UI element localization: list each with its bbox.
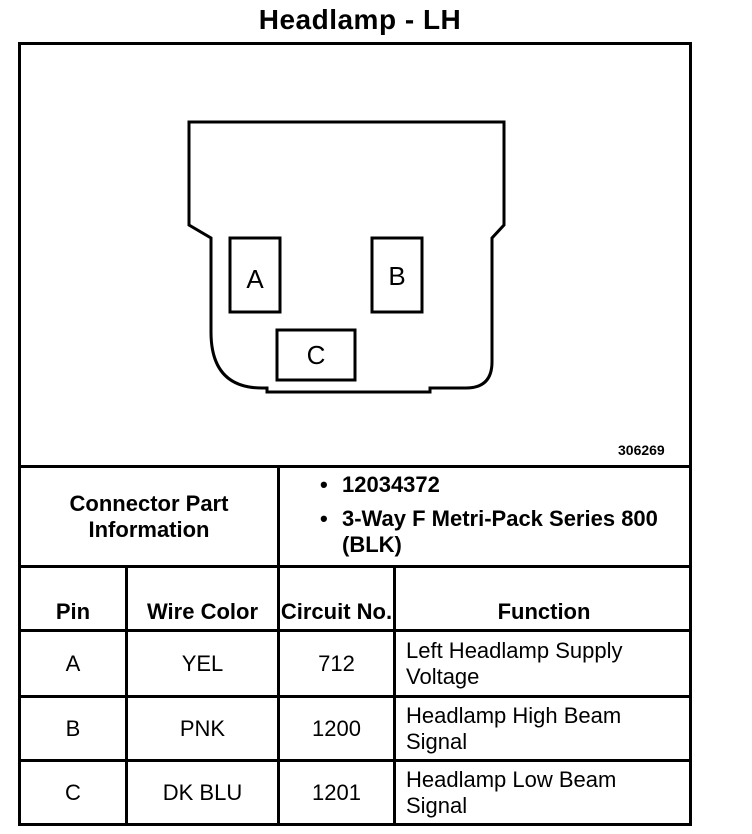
pin-b-cavity	[370, 236, 424, 314]
header-function: Function	[497, 599, 591, 624]
part-number: 12034372	[342, 472, 440, 497]
divider-top	[18, 465, 692, 468]
table-row-c-color: DK BLU	[162, 779, 243, 805]
table-row-b-function: Headlamp High Beam Signal	[406, 702, 622, 754]
connector-outline	[187, 120, 506, 394]
divider-info	[18, 565, 692, 568]
table-row-c-circuit: 1201	[312, 779, 361, 805]
bullet-icon: •	[320, 506, 328, 531]
pin-a-cavity	[228, 236, 282, 314]
connector-drawing: A B C	[187, 120, 506, 394]
connector-info-label: Connector Part Information	[69, 490, 229, 542]
divider-row-b	[18, 759, 692, 762]
divider-header	[18, 629, 692, 632]
header-wire-color: Wire Color	[146, 599, 259, 624]
divider-col-1	[125, 565, 128, 826]
table-row-a-pin: A	[65, 650, 81, 676]
table-row-c-pin: C	[65, 779, 81, 805]
table-row-a-circuit: 712	[318, 650, 355, 676]
table-row-a-color: YEL	[181, 650, 224, 676]
connector-info-item: • 3-Way F Metri-Pack Series 800 (BLK)	[320, 506, 672, 558]
table-row-b-pin: B	[65, 715, 81, 741]
divider-col-info	[277, 465, 280, 826]
diagram-title: Headlamp - LH	[258, 4, 462, 35]
bullet-icon: •	[320, 472, 328, 497]
diagram-frame	[18, 42, 692, 826]
header-circuit-no: Circuit No.	[280, 599, 393, 624]
table-row-a-function: Left Headlamp Supply Voltage	[406, 637, 623, 689]
table-row-b-color: PNK	[179, 715, 226, 741]
pin-c-cavity	[275, 328, 357, 382]
connector-series: 3-Way F Metri-Pack Series 800 (BLK)	[342, 506, 658, 557]
divider-col-3	[393, 565, 396, 826]
connector-info-item: • 12034372	[320, 472, 672, 498]
connector-info-list: • 12034372 • 3-Way F Metri-Pack Series 8…	[320, 472, 672, 566]
header-pin: Pin	[55, 599, 91, 624]
divider-row-a	[18, 695, 692, 698]
table-row-b-circuit: 1200	[312, 715, 361, 741]
table-row-c-function: Headlamp Low Beam Signal	[406, 766, 617, 818]
pin-c-label: C	[307, 340, 326, 370]
pin-a-label: A	[246, 264, 264, 294]
pin-b-label: B	[388, 261, 405, 291]
figure-number: 306269	[618, 442, 665, 458]
